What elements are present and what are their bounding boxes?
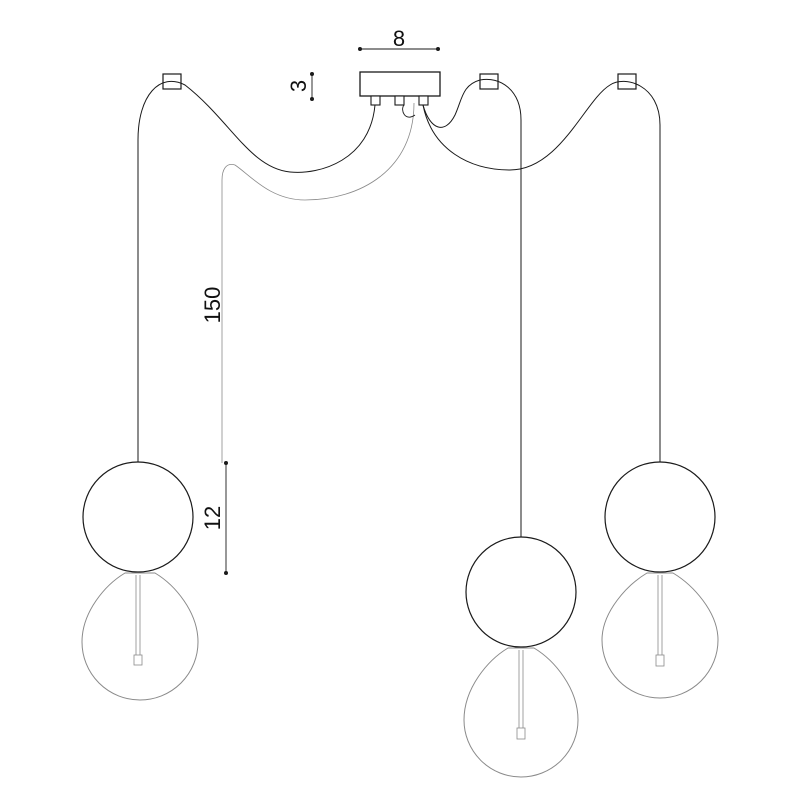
ceiling-hook-middle xyxy=(479,73,499,90)
canopy-height-label: 3 xyxy=(286,80,311,92)
dimension-endpoint xyxy=(436,47,440,51)
bulb-middle xyxy=(463,647,579,778)
canopy-outlet-3 xyxy=(418,95,429,106)
dimension-endpoint xyxy=(224,571,228,575)
dimension-endpoint xyxy=(310,97,314,101)
shade-diameter-label: 12 xyxy=(200,506,225,530)
dimension-endpoint xyxy=(310,72,314,76)
ceiling-canopy xyxy=(359,71,441,106)
pendant-middle xyxy=(463,536,579,778)
cable-length-label: 150 xyxy=(200,287,225,324)
dimension-shade-diameter: 12 xyxy=(200,461,228,575)
filament-tip-right xyxy=(655,654,665,667)
canopy-outlet-2 xyxy=(394,95,405,106)
lamp-shade-left xyxy=(82,461,194,573)
cables xyxy=(137,78,661,538)
reference-cable xyxy=(221,102,415,463)
filament-tip-middle xyxy=(516,727,526,740)
dimension-canopy-width: 8 xyxy=(358,26,440,51)
dimension-endpoint xyxy=(224,461,228,465)
filament-tip-left xyxy=(133,654,143,666)
cable-middle xyxy=(422,78,522,538)
reference-cable-inner xyxy=(402,104,416,118)
cable-right xyxy=(422,80,661,463)
cable-left xyxy=(137,80,376,463)
canopy-width-label: 8 xyxy=(393,26,405,51)
pendant-left xyxy=(81,461,199,701)
lamp-shade-right xyxy=(604,461,716,573)
canopy-body xyxy=(359,71,441,97)
canopy-outlet-1 xyxy=(370,95,381,106)
dimension-endpoint xyxy=(358,47,362,51)
bulb-right xyxy=(601,572,719,699)
lamp-shade-middle xyxy=(465,536,577,648)
pendant-right xyxy=(601,461,719,699)
dimension-canopy-height: 3 xyxy=(286,72,314,101)
